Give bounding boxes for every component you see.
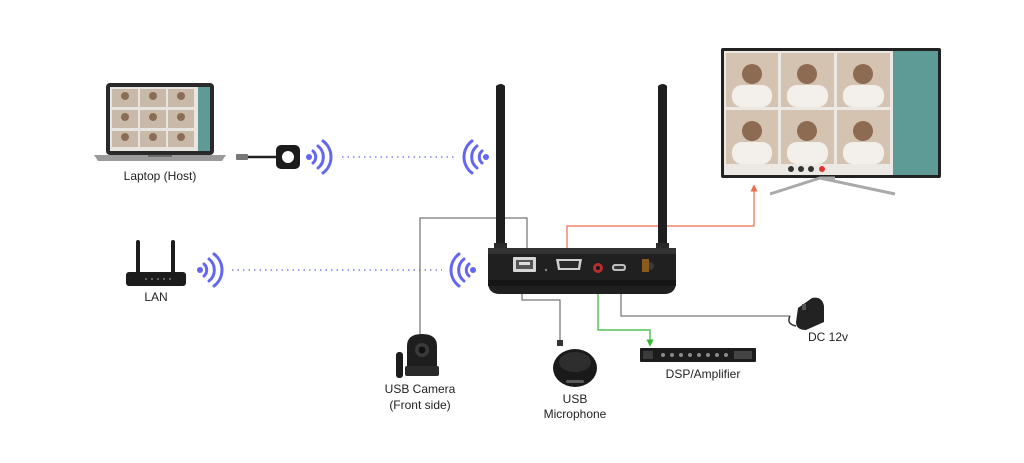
audio-output-line <box>597 276 654 347</box>
camera-label-line2: (Front side) <box>389 398 451 412</box>
wifi-signal-icon <box>462 139 489 175</box>
dsp-label: DSP/Amplifier <box>665 367 741 381</box>
tv-display-icon <box>721 48 941 196</box>
laptop-icon <box>94 83 226 161</box>
mic-label-line2: Microphone <box>543 407 607 421</box>
camera-label-line1: USB Camera <box>384 382 456 396</box>
dc-power-adapter-icon <box>788 297 824 330</box>
usb-camera-cable <box>419 217 528 350</box>
usb-camera-icon <box>396 334 439 378</box>
wifi-signal-icon <box>449 252 476 288</box>
dc-label: DC 12v <box>807 330 848 344</box>
wireless-dongle-icon <box>236 145 300 169</box>
router-icon <box>126 240 186 286</box>
dsp-amplifier-icon <box>640 348 756 362</box>
wifi-signal-icon <box>197 252 224 288</box>
wifi-signal-icon <box>306 139 333 175</box>
lan-label: LAN <box>144 290 168 304</box>
laptop-label: Laptop (Host) <box>123 169 197 183</box>
mic-label-line1: USB <box>562 392 588 406</box>
wireless-presentation-box-icon <box>488 84 676 294</box>
usb-microphone-icon <box>553 340 597 387</box>
